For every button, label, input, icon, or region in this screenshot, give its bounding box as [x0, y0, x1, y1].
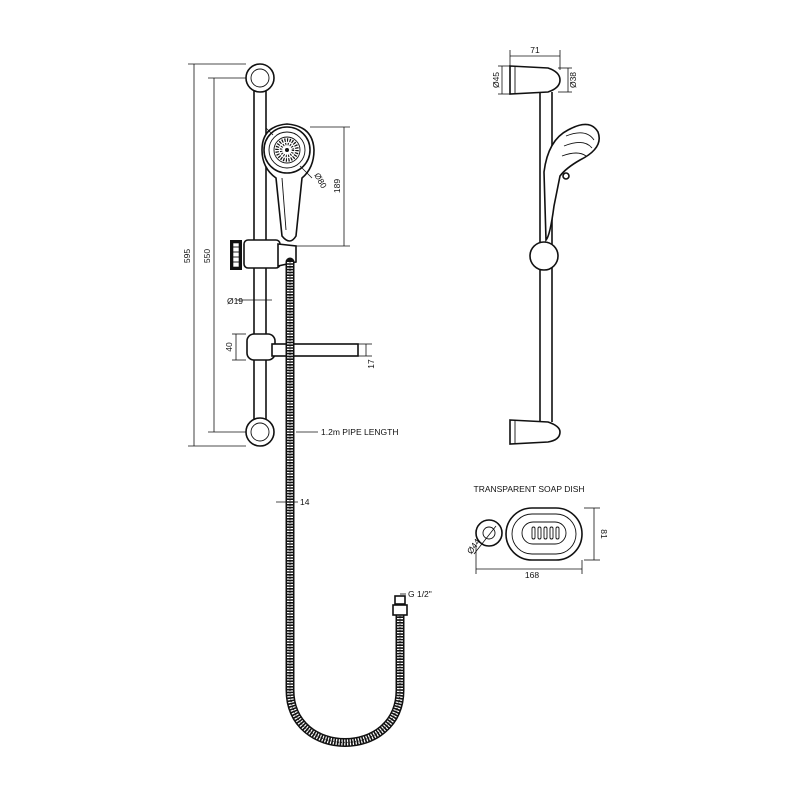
- side-dimension-lines: [498, 50, 572, 95]
- handset-nozzles: [275, 138, 299, 162]
- handset-holder: [230, 239, 297, 270]
- soap-dish-holder: [246, 333, 359, 361]
- side-handset: [543, 123, 600, 242]
- pipe-length-label: 1.2m PIPE LENGTH: [321, 427, 398, 437]
- dim-rail-diameter-label: Ø19: [227, 296, 243, 306]
- dim-dish-thickness-label: 17: [366, 359, 376, 369]
- soap-dish-title: TRANSPARENT SOAP DISH: [474, 484, 585, 494]
- shower-hose: [285, 257, 405, 747]
- side-holder: [529, 241, 559, 271]
- soap-dish-view: TRANSPARENT SOAP DISH 168 81: [465, 484, 609, 580]
- dim-slider-height-label: 40: [224, 342, 234, 352]
- side-view: 71 Ø45 Ø38: [491, 45, 600, 445]
- side-bottom-bracket: [509, 419, 561, 445]
- front-dimension-lines: [188, 63, 406, 595]
- connector-thread-label: G 1/2": [408, 589, 432, 599]
- dim-bracket-inner-diameter-label: Ø38: [568, 72, 578, 88]
- dim-handset-height-label: 189: [332, 179, 342, 193]
- dim-total-height-label: 595: [182, 249, 192, 263]
- front-view: 595 550 189 Ø80 Ø19 40 17 1.2m PIPE LENG…: [182, 63, 432, 747]
- shower-handset: [261, 123, 315, 242]
- soap-dish-drain-slots: [531, 526, 560, 540]
- dim-dish-width-label: 168: [525, 570, 539, 580]
- dim-dish-height-label: 81: [599, 529, 609, 539]
- dim-hose-diameter-label: 14: [300, 497, 310, 507]
- bottom-wall-bracket: [245, 417, 275, 447]
- top-wall-bracket: [245, 63, 275, 93]
- dim-handset-diameter-label: Ø80: [312, 171, 329, 190]
- dim-bracket-outer-diameter-label: Ø45: [491, 72, 501, 88]
- dim-rail-height-label: 550: [202, 249, 212, 263]
- soap-dish-dimension-lines: [473, 507, 600, 574]
- side-top-bracket: [509, 65, 561, 95]
- hose-connector: [392, 595, 408, 616]
- dim-bracket-depth-label: 71: [530, 45, 540, 55]
- soap-dish-body: [475, 507, 583, 561]
